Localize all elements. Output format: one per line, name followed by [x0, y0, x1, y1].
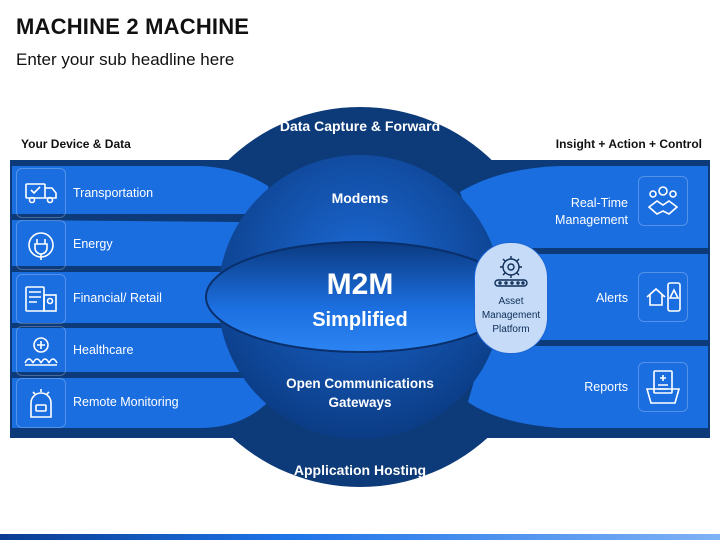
right-item-realtime-line2: Management: [555, 213, 628, 227]
delivery-truck-icon: [25, 183, 57, 204]
energy-icon-box: [16, 220, 66, 270]
gear-conveyor-icon: [494, 256, 528, 287]
left-column-title: Your Device & Data: [21, 137, 131, 151]
remote-monitoring-icon-box: [16, 378, 66, 428]
gateways-label-line2: Gateways: [328, 395, 392, 410]
financial-icon-box: [16, 274, 66, 324]
data-capture-label: Data Capture & Forward: [279, 118, 441, 134]
right-item-reports: Reports: [584, 380, 628, 394]
modems-label: Modems: [331, 190, 389, 206]
center-ellipse: [206, 242, 514, 352]
asset-management-platform: Asset Management Platform: [474, 242, 548, 354]
page-title: MACHINE 2 MACHINE: [16, 14, 250, 39]
platform-label: Asset Management Platform: [475, 295, 547, 337]
alerts-icon-box: [638, 272, 688, 322]
application-hosting-label: Application Hosting: [293, 462, 427, 478]
right-item-alerts: Alerts: [596, 291, 628, 305]
gateways-label-line1: Open Communications: [286, 376, 434, 391]
handshake-team-icon: [647, 186, 679, 215]
cash-register-icon: [25, 286, 57, 312]
home-phone-alert-icon: [646, 282, 681, 312]
left-item-transportation: Transportation: [73, 186, 154, 200]
realtime-icon-box: [638, 176, 688, 226]
remote-sensor-icon: [30, 389, 52, 418]
electric-plug-icon: [28, 232, 54, 260]
reports-icon-box: [638, 362, 688, 412]
healthcare-building-icon: [24, 337, 58, 366]
right-item-realtime-line1: Real-Time: [570, 196, 628, 210]
left-item-healthcare: Healthcare: [73, 343, 134, 357]
right-column-title: Insight + Action + Control: [555, 137, 702, 151]
left-item-remote-monitoring: Remote Monitoring: [73, 395, 179, 409]
page-subtitle: Enter your sub headline here: [16, 50, 235, 69]
platform-label-line1: Asset: [498, 296, 524, 307]
left-bands: [12, 166, 272, 428]
healthcare-icon-box: [16, 326, 66, 376]
m2m-title: M2M: [326, 268, 394, 301]
left-item-energy: Energy: [73, 237, 113, 251]
report-folder-icon: [645, 370, 681, 404]
platform-label-line3: Platform: [492, 324, 530, 335]
left-item-financial-retail: Financial/ Retail: [73, 291, 162, 305]
simplified-label: Simplified: [312, 309, 408, 331]
platform-label-line2: Management: [481, 310, 541, 321]
transportation-icon-box: [16, 168, 66, 218]
bottom-accent-bar: [0, 534, 720, 540]
